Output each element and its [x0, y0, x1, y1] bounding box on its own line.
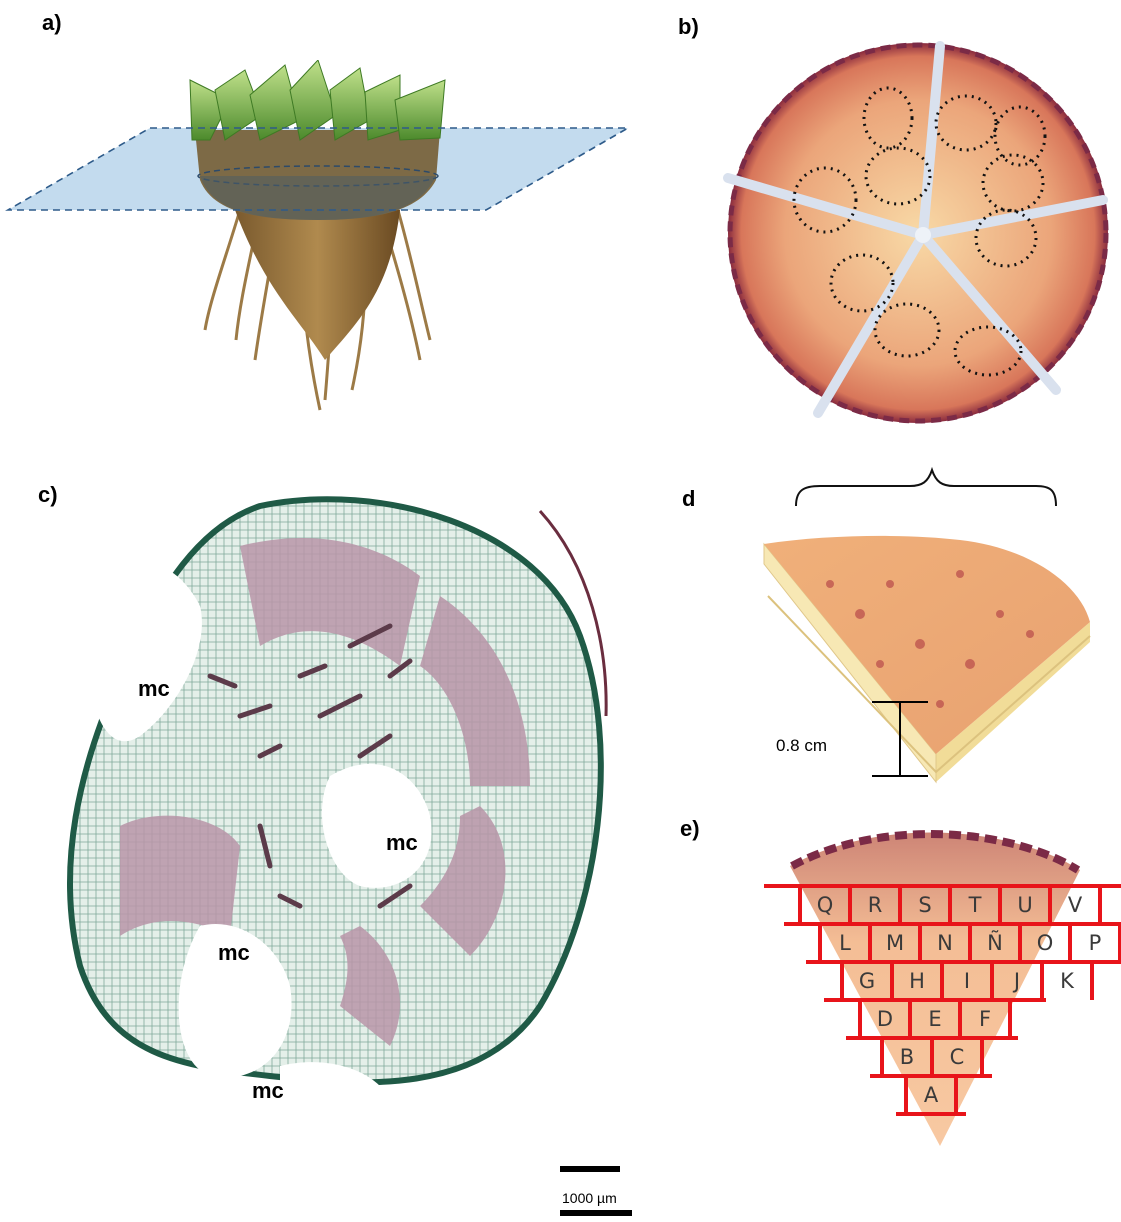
plant-section-illustration: [0, 60, 640, 430]
region-label-mc-3: mc: [218, 940, 250, 966]
grid-cell-label: V: [1068, 893, 1083, 917]
grid-cell-label: T: [968, 893, 982, 917]
grid-cell-label: E: [928, 1007, 941, 1031]
grid-cell-label: L: [839, 931, 851, 955]
panel-label-e: e): [680, 816, 700, 842]
scale-bar-label: 1000 µm: [562, 1190, 617, 1206]
thickness-label: 0.8 cm: [776, 736, 827, 756]
grid-cell-label: A: [924, 1083, 939, 1107]
sampling-grid: Q R S T U V L M N Ñ O P G H I J K D E F B CA: [760, 826, 1121, 1156]
scale-bar: [560, 1210, 632, 1216]
grid-cell-label: N: [937, 931, 953, 955]
grid-cell-label: Q: [817, 893, 834, 917]
grid-cell-label: G: [859, 969, 875, 993]
microscopy-section: [60, 486, 620, 1176]
region-label-mc-2: mc: [386, 830, 418, 856]
region-label-mc-4: mc: [252, 1078, 284, 1104]
cross-section-disc: [718, 38, 1118, 428]
grid-cell-label: J: [1012, 969, 1020, 993]
grid-cell-label: D: [877, 1007, 893, 1031]
grid-cell-label: O: [1037, 931, 1054, 955]
grid-cell-label: M: [886, 931, 904, 955]
panel-label-d: d: [682, 486, 695, 512]
panel-label-c: c): [38, 482, 58, 508]
grid-cell-label: B: [900, 1045, 914, 1069]
grid-cell-label: S: [918, 893, 931, 917]
grid-cell-label: C: [950, 1045, 965, 1069]
panel-label-b: b): [678, 14, 699, 40]
grid-cell-label: R: [868, 893, 883, 917]
grid-cell-label: H: [909, 969, 925, 993]
grid-cell-label: K: [1060, 969, 1075, 993]
grid-cell-label: U: [1017, 893, 1032, 917]
grid-cell-label: F: [979, 1007, 991, 1031]
grid-cell-label: P: [1089, 931, 1102, 955]
grid-cell-label: Ñ: [987, 929, 1003, 955]
region-label-mc-1: mc: [138, 676, 170, 702]
grid-cell-label: I: [964, 969, 970, 993]
panel-label-a: a): [42, 10, 62, 36]
